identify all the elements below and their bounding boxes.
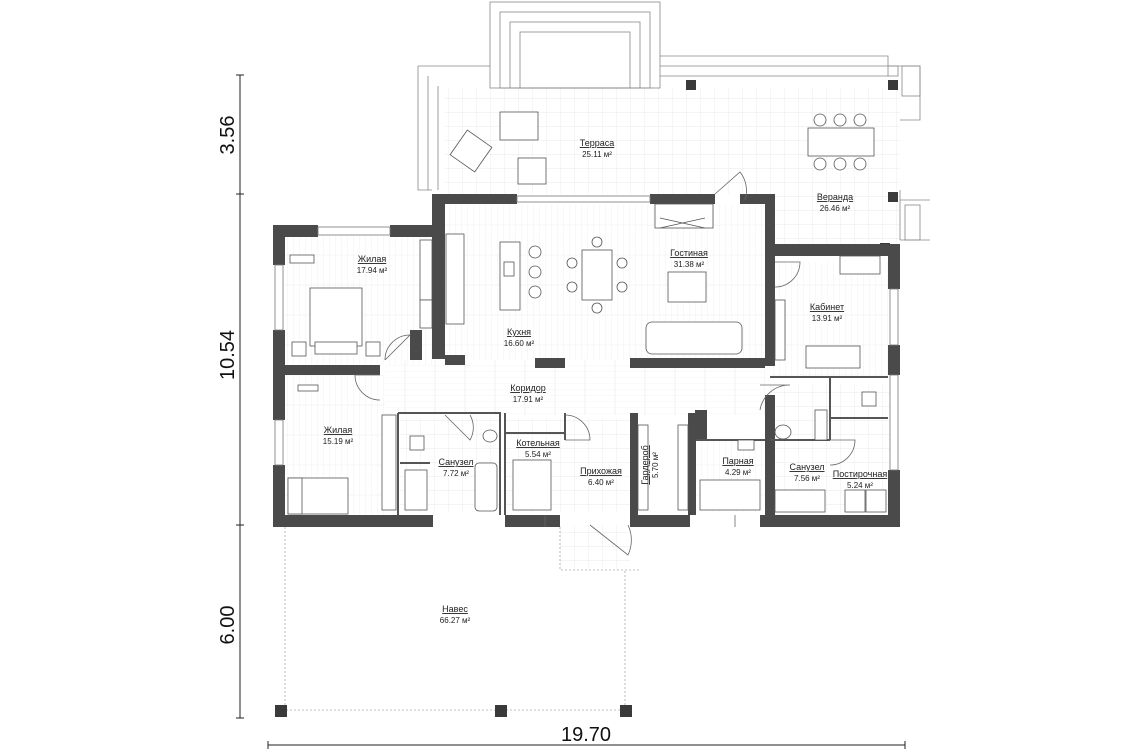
room-area: 16.60 м² [504,339,535,348]
room-name: Кухня [507,327,531,337]
room-name: Жилая [358,254,387,264]
room-label-bath-2: Санузел 7.56 м² [789,462,824,483]
room-name: Кабинет [810,302,844,312]
room-label-sauna: Парная 4.29 м² [722,456,753,477]
room-name: Прихожая [580,466,622,476]
terrace-steps [417,1,930,241]
room-label-canopy: Навес 66.27 м² [440,604,471,625]
room-name: Веранда [817,192,853,202]
dimension-height-bottom: 6.00 [217,606,239,645]
room-label-study: Кабинет 13.91 м² [810,302,844,323]
room-area: 5.24 м² [847,481,873,490]
room-name: Гардероб [640,445,650,485]
room-label-laundry: Постирочная 5.24 м² [833,469,888,490]
room-area: 17.91 м² [513,395,544,404]
room-area: 17.94 м² [357,266,388,275]
room-label-corridor: Коридор 17.91 м² [510,383,546,404]
room-area: 66.27 м² [440,616,471,625]
room-area: 31.38 м² [674,260,705,269]
room-label-terrace: Терраса 25.11 м² [580,138,615,159]
room-area: 4.29 м² [725,468,751,477]
room-label-hall: Прихожая 6.40 м² [580,466,622,487]
room-label-bedroom-1: Жилая 17.94 м² [357,254,388,275]
room-name: Котельная [516,438,560,448]
doors [354,171,856,556]
room-label-wardrobe: Гардероб 5.70 м² [640,445,660,485]
room-area: 26.46 м² [820,204,851,213]
room-label-kitchen: Кухня 16.60 м² [504,327,535,348]
room-area: 13.91 м² [812,314,843,323]
room-name: Парная [722,456,753,466]
dimension-lines [236,74,906,749]
dimension-height-mid: 10.54 [217,330,239,380]
room-label-boiler: Котельная 5.54 м² [516,438,560,459]
room-name: Терраса [580,138,615,148]
room-area: 7.56 м² [794,474,820,483]
room-label-bedroom-2: Жилая 15.19 м² [323,425,354,446]
room-area: 6.40 м² [588,478,614,487]
room-area: 15.19 м² [323,437,354,446]
room-label-veranda: Веранда 26.46 м² [817,192,853,213]
dimension-width: 19.70 [561,724,611,746]
room-name: Санузел [438,457,473,467]
room-name: Навес [442,604,468,614]
walls [273,194,900,527]
room-name: Гостиная [670,248,708,258]
room-name: Санузел [789,462,824,472]
room-name: Жилая [324,425,353,435]
dimension-height-top: 3.56 [217,116,239,155]
terrace-furniture [449,111,875,185]
room-name: Постирочная [833,469,888,479]
room-label-living: Гостиная 31.38 м² [670,248,708,269]
room-area: 7.72 м² [443,469,469,478]
partitions [397,376,888,515]
room-area: 25.11 м² [582,150,612,159]
windows [274,195,899,471]
furniture [287,203,887,515]
room-label-bath-1: Санузел 7.72 м² [438,457,473,478]
room-area: 5.54 м² [525,450,551,459]
room-labels: Терраса 25.11 м² Веранда 26.46 м² Жилая … [323,138,888,625]
canopy [275,527,640,717]
room-area: 5.70 м² [651,452,660,478]
room-name: Коридор [510,383,546,393]
